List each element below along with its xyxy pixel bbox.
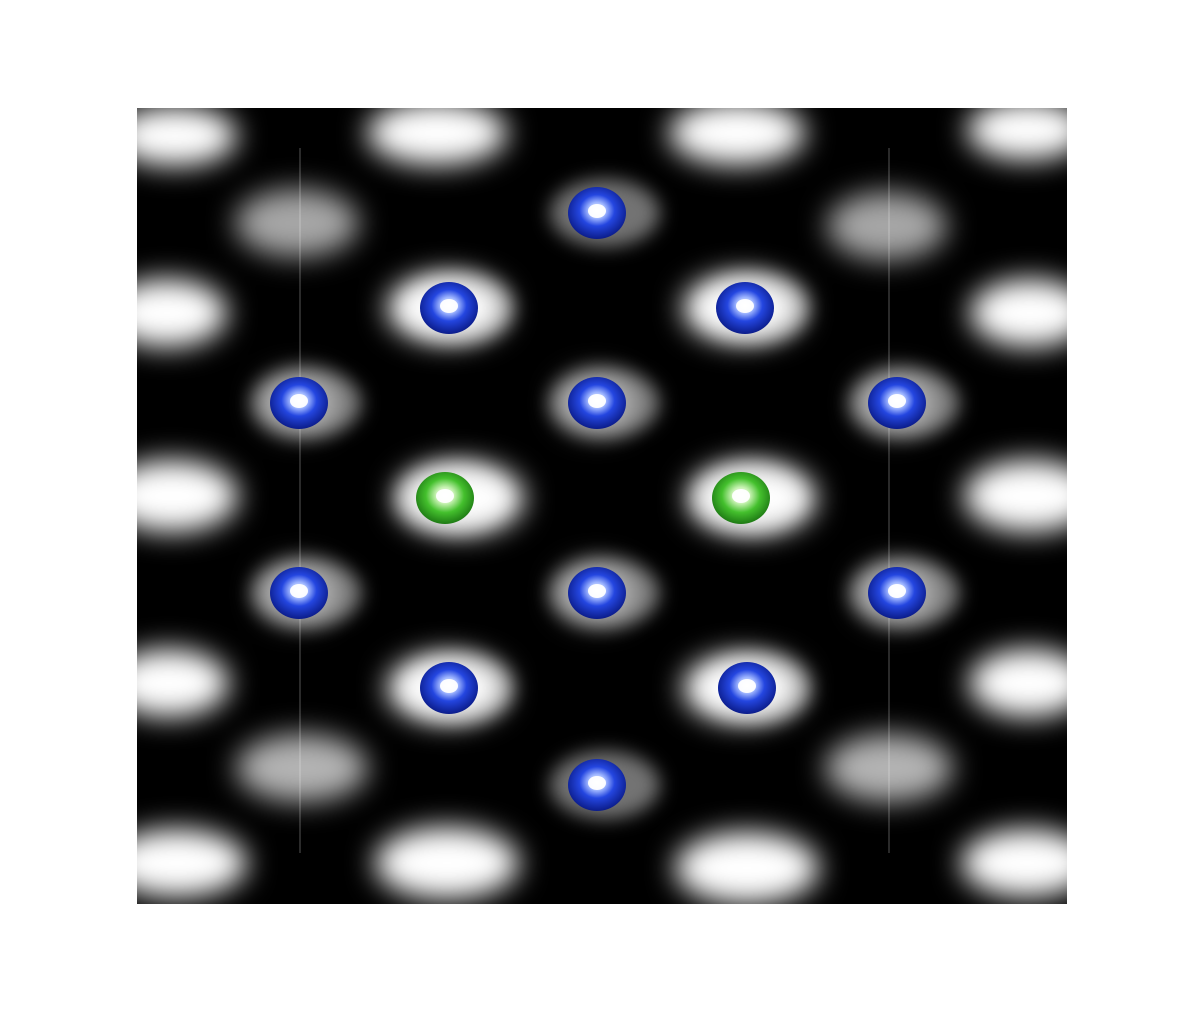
lattice-column <box>970 279 1067 347</box>
blue-atom-marker <box>568 759 626 811</box>
lattice-column <box>137 649 229 717</box>
lattice-column <box>375 827 519 899</box>
green-atom-marker <box>712 472 770 524</box>
blue-atom-marker <box>568 567 626 619</box>
lattice-column <box>367 108 507 165</box>
green-atom-marker <box>416 472 474 524</box>
blue-atom-marker <box>420 662 478 714</box>
atom-markers <box>270 187 926 811</box>
blue-atom-marker <box>868 567 926 619</box>
lattice-column <box>137 829 247 897</box>
lattice-column <box>137 460 238 532</box>
blue-atom-marker <box>270 567 328 619</box>
lattice-column <box>675 832 819 904</box>
blue-atom-marker <box>716 282 774 334</box>
blue-atom-marker <box>718 662 776 714</box>
blue-atom-marker <box>568 187 626 239</box>
lattice-column <box>137 108 237 166</box>
micrograph-image <box>137 108 1067 904</box>
lattice-column <box>969 649 1067 717</box>
lattice-column <box>825 734 953 802</box>
lattice-column <box>964 460 1067 532</box>
blue-atom-marker <box>868 377 926 429</box>
lattice-column <box>827 192 947 260</box>
lattice-column <box>236 734 368 802</box>
micrograph-canvas <box>137 108 1067 904</box>
lattice-column <box>235 189 359 257</box>
lattice-column <box>137 279 227 347</box>
blue-atom-marker <box>270 377 328 429</box>
blue-atom-marker <box>568 377 626 429</box>
lattice-column <box>669 108 805 165</box>
lattice-column <box>967 108 1067 160</box>
lattice-column <box>961 829 1067 897</box>
blue-atom-marker <box>420 282 478 334</box>
